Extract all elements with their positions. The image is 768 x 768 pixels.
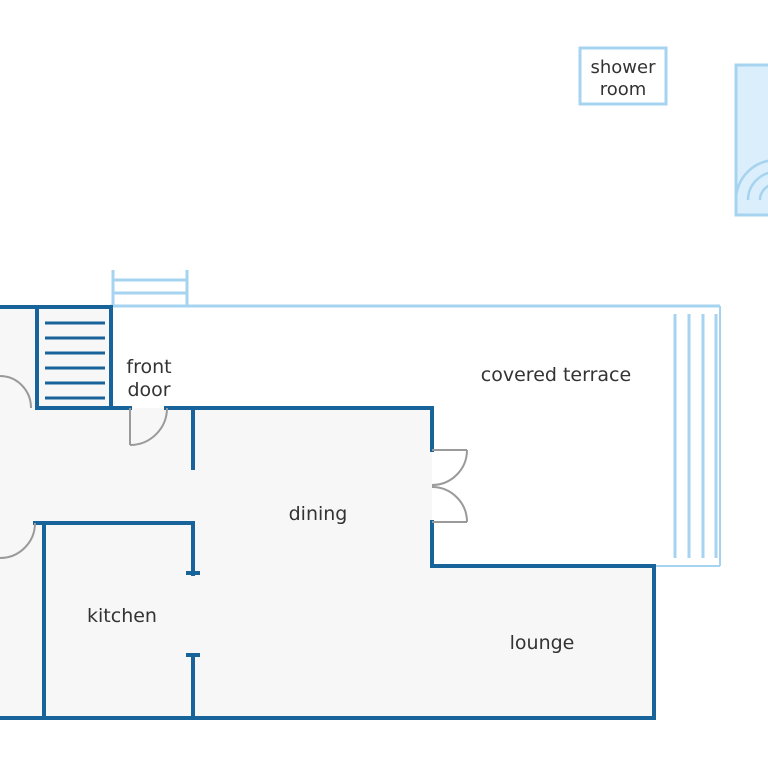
left-doors xyxy=(0,375,36,559)
covered-terrace-label: covered terrace xyxy=(481,364,631,386)
front-door-label-line1: front xyxy=(126,356,171,378)
outbuilding xyxy=(734,63,768,217)
shower-room-label-line1: shower xyxy=(591,57,657,78)
dining-label: dining xyxy=(289,503,348,525)
kitchen-label: kitchen xyxy=(87,605,157,627)
interior-floor xyxy=(0,306,654,718)
terrace-outline xyxy=(110,304,721,567)
terrace-double-door xyxy=(431,449,468,523)
staircase xyxy=(35,305,113,410)
front-door-label-line2: door xyxy=(127,379,170,401)
terrace-steps-top xyxy=(111,270,189,306)
terrace-steps-right xyxy=(673,314,718,558)
front-door-swing xyxy=(129,407,168,446)
walls xyxy=(0,305,656,720)
lounge-label: lounge xyxy=(510,632,575,654)
shower-room-label-line2: room xyxy=(600,79,647,100)
shower-room-box xyxy=(578,46,668,106)
